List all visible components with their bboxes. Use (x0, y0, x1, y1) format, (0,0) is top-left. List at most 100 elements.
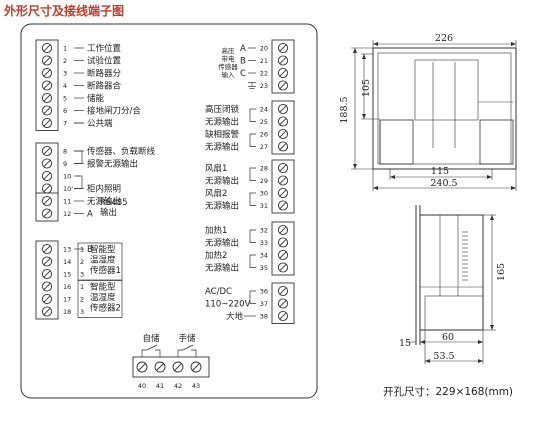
terminal-number: 23 (260, 82, 268, 90)
terminal-number: 15 (63, 271, 71, 279)
terminal-screw-icon (41, 281, 53, 292)
front-view (351, 40, 517, 191)
dim-side-height: 165 (496, 263, 507, 281)
terminal-label: 无源输出 (205, 142, 239, 153)
terminal-number: 38 (260, 313, 268, 321)
svg-text:3: 3 (80, 271, 84, 279)
terminal-number: 32 (260, 227, 268, 235)
front-view-outline (372, 47, 517, 170)
terminal-number: 18 (63, 308, 71, 316)
terminal-label: B (240, 57, 246, 67)
terminal-number: 42 (174, 382, 182, 390)
left-terminal-block (35, 240, 59, 320)
dim-bottom-inner: 115 (431, 166, 449, 177)
terminal-screw-icon (41, 183, 53, 194)
terminal-screw-icon (277, 162, 289, 174)
sensor-label: 智能型 (90, 282, 116, 293)
terminal-label: 无源输出 (87, 196, 121, 207)
terminal-label: C (240, 69, 246, 79)
terminal-number: 34 (260, 252, 268, 260)
dim-side-depth-a: 15 (399, 338, 411, 349)
terminal-label: 断路器分 (87, 68, 122, 79)
sensor-label: 传感器2 (90, 303, 121, 314)
dim-side-depth-b: 60 (442, 332, 454, 343)
terminal-number: 36 (260, 288, 268, 296)
terminal-number: 6 (63, 107, 67, 115)
side-view-arrows (420, 215, 494, 363)
terminal-screw-icon (277, 67, 289, 79)
terminal-screw-icon (277, 298, 289, 309)
terminal-screw-icon (277, 249, 289, 261)
terminal-screw-icon (41, 268, 53, 280)
terminal-label: 无源输出 (205, 263, 239, 274)
terminal-number: 10 (63, 173, 71, 181)
rs485-label: 输出 (100, 207, 117, 218)
svg-text:1: 1 (80, 246, 84, 254)
hv-sensor-label: 输入 (222, 70, 236, 79)
terminal-screw-icon (277, 262, 289, 273)
terminal-screw-icon (41, 55, 53, 66)
sensor-label: 温湿度 (90, 255, 116, 266)
terminal-label: A (240, 44, 246, 54)
terminal-number: 16 (63, 283, 71, 291)
hv-sensor-label: 传感器 (218, 62, 238, 71)
terminal-label: 无源输出 (205, 117, 239, 128)
terminal-number: 22 (260, 70, 268, 78)
terminal-number: 27 (260, 143, 268, 151)
terminal-number: 19 (63, 0, 71, 2)
terminal-screw-icon (277, 80, 289, 91)
diagram-title: 外形尺寸及接线端子图 (4, 4, 125, 18)
dim-front-height-inner: 105 (361, 79, 372, 97)
dim-side-depth-c: 53.5 (433, 351, 454, 362)
terminal-label: 无源输出 (205, 176, 239, 187)
terminal-screw-icon (41, 105, 53, 116)
terminal-number: 13 (63, 246, 71, 254)
terminal-label: A (87, 210, 93, 220)
terminal-number: 33 (260, 239, 268, 247)
terminal-label: B (87, 245, 93, 255)
terminal-label: 大地 (226, 311, 244, 322)
terminal-screw-icon (41, 243, 53, 255)
terminal-number: 14 (63, 258, 71, 266)
terminal-number: 41 (156, 382, 164, 390)
left-terminal-strips (35, 39, 59, 320)
side-view-hatch (462, 231, 468, 281)
terminal-screw-icon (277, 141, 289, 152)
terminal-number: 2 (63, 57, 67, 65)
terminal-number: 26 (260, 131, 268, 139)
svg-text:2: 2 (80, 258, 84, 266)
right-terminal-strips (271, 39, 295, 324)
terminal-number: 1 (63, 45, 67, 53)
sensor-label: 智能型 (90, 244, 116, 255)
terminal-number: 29 (260, 177, 268, 185)
terminal-label: 断路器合 (87, 81, 122, 92)
side-view (406, 205, 496, 364)
terminal-label: 缺相报警 (205, 129, 240, 140)
terminal-number: 25 (260, 118, 268, 126)
terminal-number: 30 (260, 190, 268, 198)
terminal-label: 接地闸刀分/合 (87, 106, 141, 117)
terminal-screw-icon (136, 361, 148, 373)
terminal-label: AC/DC (205, 287, 232, 297)
panel-outline (20, 23, 318, 399)
bottom-terminal-strip (132, 356, 210, 378)
terminal-screw-icon (277, 310, 289, 322)
terminal-number: 28 (260, 165, 268, 173)
terminal-number: 20 (260, 45, 268, 53)
terminal-label: 储能 (87, 93, 105, 104)
terminal-label: 110~220V (205, 300, 251, 310)
terminal-screw-icon (277, 187, 289, 199)
terminal-number: 35 (260, 264, 268, 272)
terminal-screw-icon (277, 224, 289, 236)
terminal-number: 40 (138, 382, 146, 390)
terminal-screw-icon (277, 116, 289, 127)
sensor-group-box (77, 280, 123, 318)
terminal-screw-icon (41, 92, 53, 104)
svg-text:1: 1 (80, 283, 84, 291)
rs485-label: RS485 (100, 198, 128, 208)
auto-store-label: 自储 (142, 333, 160, 344)
terminal-screw-icon (172, 361, 184, 373)
terminal-screw-icon (41, 145, 53, 157)
terminal-screw-icon (277, 237, 289, 248)
